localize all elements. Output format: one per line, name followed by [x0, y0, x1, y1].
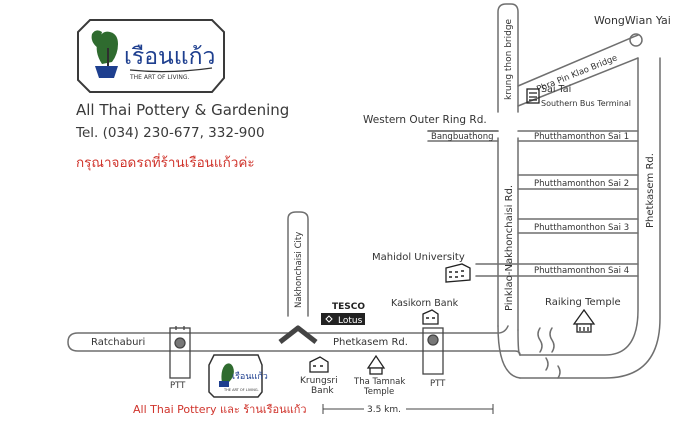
pinklao-nakhonchaisi-road	[497, 137, 519, 331]
phra-pin-klao-bridge-road	[517, 34, 639, 107]
parking-note-thai: กรุณาจอดรถที่ร้านเรือนแก้วค่ะ	[76, 155, 255, 171]
distance-scale	[322, 404, 494, 414]
label-bangbuathong: Bangbuathong	[431, 132, 494, 142]
label-ratchaburi: Ratchaburi	[91, 337, 145, 348]
label-lotus: Lotus	[338, 316, 363, 326]
label-kasikorn-bank: Kasikorn Bank	[391, 298, 459, 309]
phetkasem-connector	[497, 325, 521, 379]
phutthamonthon-sai-1-road	[427, 130, 639, 142]
krungsri-bank-icon	[309, 356, 329, 373]
phutthamonthon-sai-4-road	[475, 263, 639, 277]
label-mahidol-university: Mahidol University	[372, 252, 465, 263]
label-krung-thon-bridge: krung thon bridge	[504, 18, 514, 100]
shop-map-logo: เรือนแก้ว THE ART OF LIVING.	[208, 354, 268, 398]
raiking-temple-icon	[572, 308, 596, 333]
label-tesco: TESCO	[332, 302, 365, 312]
krung-thon-bridge-road	[497, 3, 519, 113]
sai-tai-terminal-icon	[526, 88, 540, 104]
label-tha-tamnak-1: Tha Tamnak	[353, 377, 405, 387]
label-pinklao-nakhonchaisi: Pinklao-Nakhonchaisi Rd.	[504, 185, 515, 311]
nakhonchaisi-city-road	[287, 211, 309, 317]
label-sai-3: Phutthamonthon Sai 3	[534, 223, 629, 233]
label-nakhonchaisi-city: Nakhonchaisi City	[294, 232, 304, 308]
label-sai-tai: Sai Tai	[541, 84, 571, 95]
ptt-right-icon	[422, 327, 444, 375]
label-tha-tamnak-2: Temple	[363, 387, 394, 397]
wongwian-yai-marker	[629, 33, 643, 47]
phutthamonthon-sai-2-road	[517, 174, 639, 190]
label-distance: 3.5 km.	[367, 405, 401, 415]
road-network	[67, 3, 661, 379]
label-ptt-right: PTT	[430, 379, 446, 389]
mahidol-university-icon	[445, 263, 471, 283]
shop-logo-tagline: THE ART OF LIVING.	[129, 74, 189, 81]
label-raiking-temple: Raiking Temple	[545, 297, 621, 308]
label-sai-1: Phutthamonthon Sai 1	[534, 132, 629, 142]
label-western-outer-ring: Western Outer Ring Rd.	[363, 114, 487, 126]
label-sai-2: Phutthamonthon Sai 2	[534, 179, 629, 189]
kasikorn-bank-icon	[422, 309, 439, 325]
label-sai-4: Phutthamonthon Sai 4	[534, 266, 629, 276]
shop-logo-badge: เรือนแก้ว THE ART OF LIVING.	[77, 19, 225, 93]
tesco-lotus-logo: TESCO Lotus	[321, 302, 365, 326]
label-ptt-left: PTT	[170, 381, 186, 391]
junction-chevrons	[278, 325, 318, 344]
phetkasem-rd-vertical	[519, 57, 661, 379]
label-krungsri-2: Bank	[311, 386, 334, 396]
ptt-left-icon	[169, 326, 191, 379]
shop-name: All Thai Pottery & Gardening	[76, 101, 290, 119]
shop-map-logo-tagline: THE ART OF LIVING.	[223, 388, 259, 392]
tha-tamnak-temple-icon	[366, 354, 386, 375]
shop-phone: Tel. (034) 230-677, 332-900	[76, 125, 265, 141]
shop-map-logo-text: เรือนแก้ว	[232, 371, 268, 382]
bottom-caption: All Thai Pottery และ ร้านเรือนแก้ว	[133, 403, 307, 416]
label-krungsri-1: Krungsri	[300, 376, 338, 386]
canal-marks	[537, 327, 561, 379]
label-wongwian-yai: WongWian Yai	[594, 14, 671, 27]
phutthamonthon-sai-3-road	[517, 218, 639, 234]
label-southern-bus-terminal: Southern Bus Terminal	[541, 99, 631, 108]
label-phetkasem-main: Phetkasem Rd.	[333, 337, 408, 348]
shop-logo-text: เรือนแก้ว	[124, 44, 215, 70]
label-phetkasem-vertical: Phetkasem Rd.	[645, 153, 656, 228]
distance-label-bg	[364, 402, 406, 415]
